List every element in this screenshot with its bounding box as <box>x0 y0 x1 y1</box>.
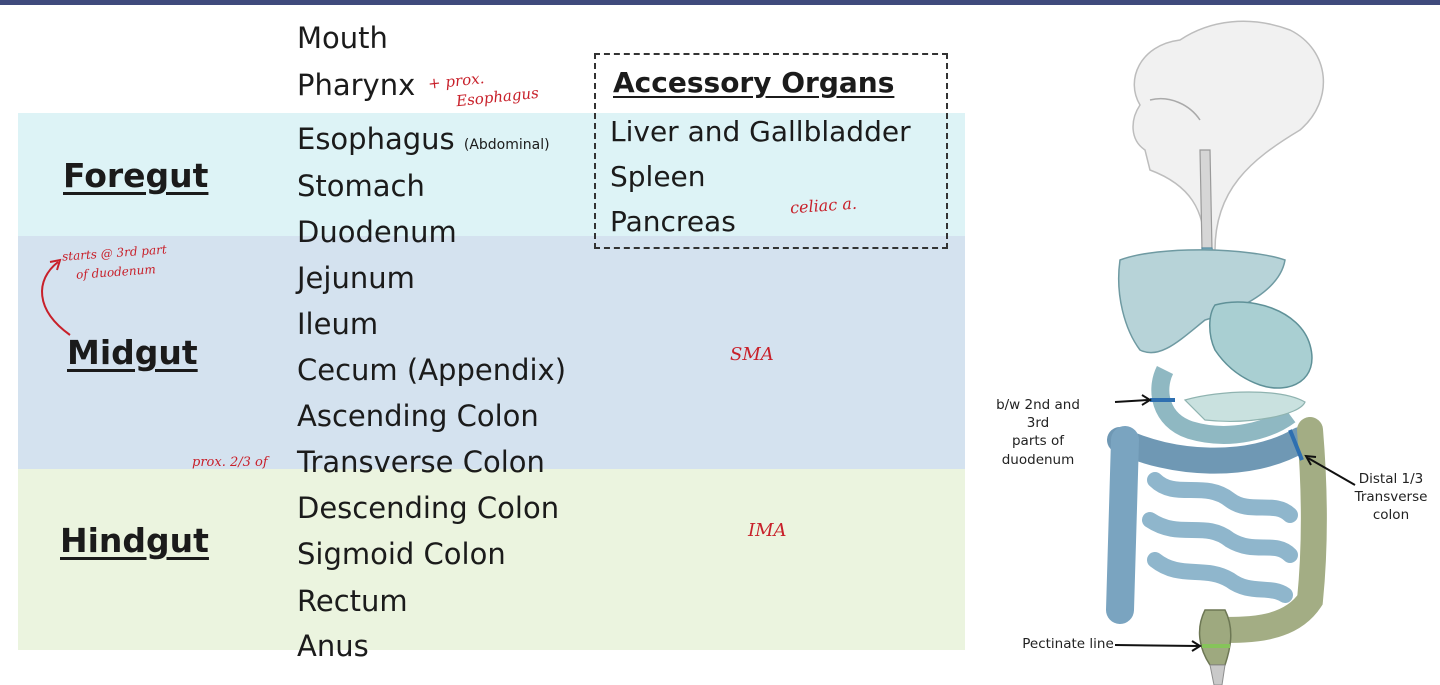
figure-label-duodenum-2: parts of <box>1011 433 1065 450</box>
midgut-label: Midgut <box>67 333 198 372</box>
head-shape <box>1132 20 1325 251</box>
hindgut-band <box>18 469 965 650</box>
foregut-band <box>18 113 965 236</box>
organ-rectum: Rectum <box>297 584 408 618</box>
organ-esophagus-label: Esophagus <box>297 122 455 156</box>
midgut-band <box>18 236 965 469</box>
digestive-tract-illustration <box>1106 20 1356 685</box>
organ-esophagus: Esophagus (Abdominal) <box>297 125 550 154</box>
small-intestine-loop-2 <box>1142 512 1298 563</box>
esophagus-note: (Abdominal) <box>463 137 550 153</box>
accessory-item-pancreas: Pancreas <box>610 205 736 238</box>
organ-sigmoid-colon: Sigmoid Colon <box>297 537 506 571</box>
figure-label-pectinate: Pectinate line <box>1022 636 1114 652</box>
duodenum-pointer <box>1114 399 1149 403</box>
accessory-item-spleen: Spleen <box>610 160 706 193</box>
organ-ileum: Ileum <box>297 307 379 341</box>
distal-pointer <box>1307 457 1356 486</box>
organ-pharynx: Pharynx <box>297 68 416 102</box>
figure-label-distal-3: colon <box>1372 507 1410 524</box>
annotation-ima: IMA <box>748 520 787 541</box>
organ-transverse-colon: Transverse Colon <box>297 445 545 479</box>
organ-duodenum: Duodenum <box>297 215 457 249</box>
esophagus-tube <box>1199 149 1213 251</box>
annotation-arrow <box>41 258 71 336</box>
duodenum-shape <box>1151 365 1296 444</box>
figure-label-duodenum-3: duodenum <box>1001 451 1075 468</box>
rectum-shape <box>1198 609 1232 666</box>
accessory-organs-title: Accessory Organs <box>613 66 895 99</box>
annotation-arrow-head <box>49 258 62 271</box>
organ-mouth: Mouth <box>297 21 388 55</box>
hindgut-label: Hindgut <box>60 521 209 560</box>
organ-ascending-colon: Ascending Colon <box>297 399 539 433</box>
figure-label-distal-1: Distal 1/3 <box>1358 471 1424 487</box>
figure-label-duodenum-1: b/w 2nd and 3rd <box>996 397 1080 432</box>
small-intestine-loop-1 <box>1147 472 1298 523</box>
ascending-colon <box>1106 426 1139 624</box>
organ-jejunum: Jejunum <box>297 261 415 295</box>
distal-pointer-head <box>1304 454 1317 466</box>
figure-label-distal: Distal 1/3 Transverse colon <box>1350 470 1432 525</box>
organ-stomach: Stomach <box>297 169 425 203</box>
organ-cecum: Cecum (Appendix) <box>297 353 567 387</box>
annotation-arrow-line <box>41 261 71 336</box>
figure-label-distal-2: Transverse <box>1354 489 1428 506</box>
small-intestine <box>1142 472 1298 603</box>
foregut-label: Foregut <box>63 156 209 195</box>
mouth-line <box>1149 98 1201 121</box>
figure-label-duodenum: b/w 2nd and 3rd parts of duodenum <box>990 396 1086 469</box>
organ-descending-colon: Descending Colon <box>297 491 560 525</box>
annotation-sma: SMA <box>730 344 774 365</box>
descending-colon <box>1207 417 1327 643</box>
pancreas-shape <box>1183 391 1306 422</box>
anal-canal <box>1209 664 1226 685</box>
distal-boundary-marker <box>1288 429 1304 461</box>
duodenum-pointer-head <box>1141 394 1152 406</box>
accessory-item-liver: Liver and Gallbladder <box>610 115 911 148</box>
pectinate-pointer-head <box>1191 640 1202 652</box>
top-border <box>0 0 1440 5</box>
pectinate-pointer <box>1114 644 1199 647</box>
accessory-organs-box <box>594 53 948 249</box>
annotation-transverse: prox. 2/3 of <box>192 455 268 470</box>
stomach-shape <box>1209 301 1313 389</box>
transverse-colon <box>1107 427 1313 474</box>
organ-anus: Anus <box>297 629 369 663</box>
small-intestine-loop-3 <box>1147 552 1293 603</box>
